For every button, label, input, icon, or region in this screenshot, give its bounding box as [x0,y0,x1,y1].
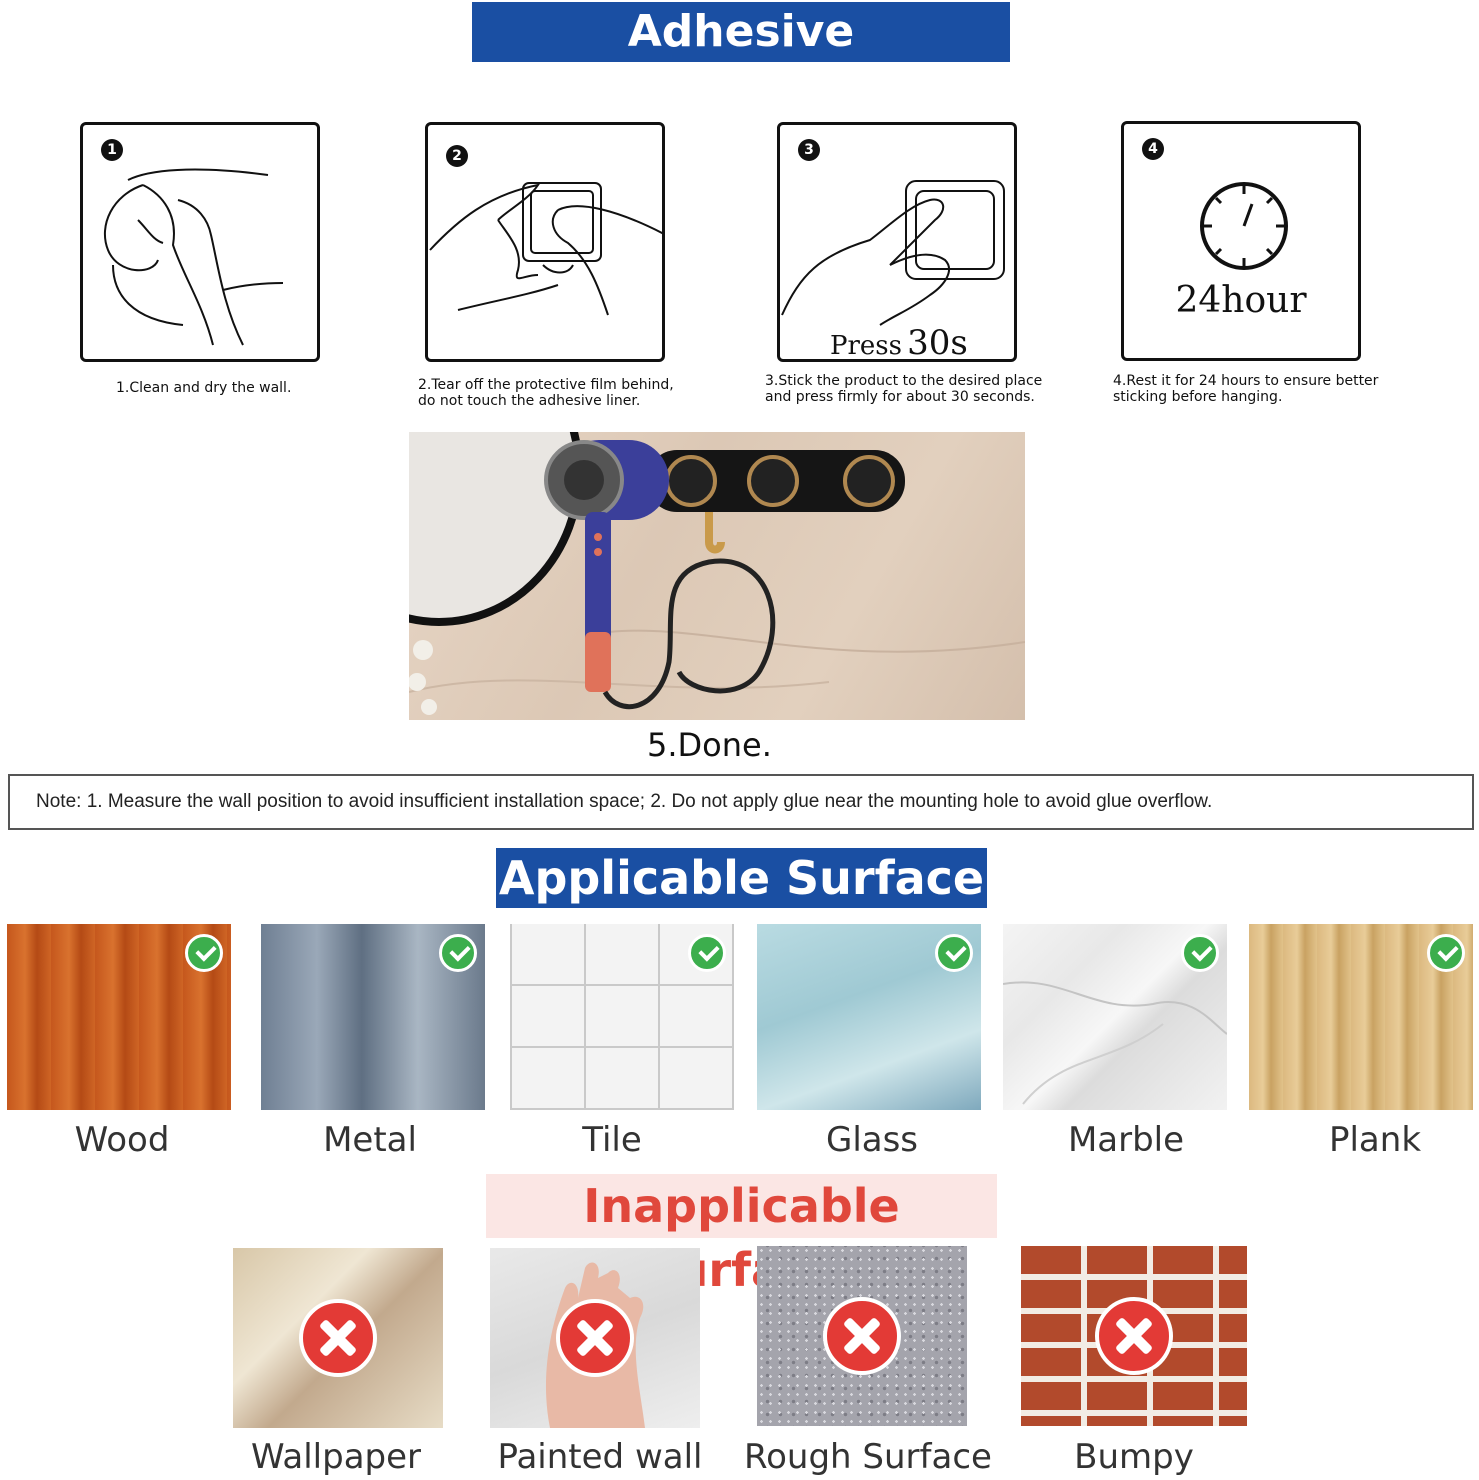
step-4-illustration: 4 24hour [1121,121,1361,361]
peel-film-hands-icon [429,182,662,316]
step-number-badge: 1 [101,139,123,161]
step-number-badge: 4 [1142,138,1164,160]
step-1-caption: 1.Clean and dry the wall. [116,380,292,396]
surface-label: Marble [1067,1120,1185,1160]
rest-duration-label: 24hour [1175,280,1307,321]
press-duration-label: Press 30s [830,323,968,363]
surface-tile [510,924,734,1110]
surface-label: Rough Surface [744,1437,992,1477]
surface-label: Tile [582,1120,642,1160]
check-icon [439,934,477,972]
wiping-hand-icon [103,168,284,346]
surface-label: Painted wall [497,1437,703,1477]
surface-wallpaper [233,1248,443,1428]
surface-label: Glass [825,1120,919,1160]
step-2-illustration: 2 [425,122,665,362]
installed-product-photo [409,432,1025,720]
applicable-surface-title: Applicable Surface [496,848,987,908]
surface-label: Wallpaper [250,1437,422,1477]
surface-painted-wall [490,1248,700,1428]
step-number-badge: 3 [798,139,820,161]
surface-label: Metal [323,1120,417,1160]
step-2-caption: 2.Tear off the protective film behind, d… [418,377,674,409]
surface-label: Wood [74,1120,170,1160]
surface-plank [1249,924,1473,1110]
surface-wood [7,924,231,1110]
press-seconds: 30s [907,323,968,363]
surface-glass [757,924,981,1110]
clock-icon [1200,182,1288,270]
cross-icon [556,1299,634,1377]
check-icon [185,934,223,972]
step-3-caption: 3.Stick the product to the desired place… [765,373,1043,405]
surface-label: Plank [1328,1120,1422,1160]
step-4-caption: 4.Rest it for 24 hours to ensure better … [1113,373,1379,405]
press-finger-icon [781,180,1005,326]
cross-icon [823,1297,901,1375]
check-icon [935,934,973,972]
check-icon [1181,934,1219,972]
surface-label: Bumpy [1074,1437,1194,1477]
surface-bumpy-brick [1021,1246,1247,1426]
surface-rough [757,1246,967,1426]
step-1-illustration: 1 [80,122,320,362]
step-3-illustration: 3 Press 30s [777,122,1017,363]
step-5-caption: 5.Done. [647,726,772,764]
check-icon [1427,934,1465,972]
cross-icon [1095,1297,1173,1375]
surface-metal [261,924,485,1110]
cross-icon [299,1299,377,1377]
step-number-badge: 2 [446,145,468,167]
press-word: Press [830,331,902,361]
installation-note: Note: 1. Measure the wall position to av… [8,774,1474,830]
surface-marble [1003,924,1227,1110]
check-icon [688,934,726,972]
adhesive-instructions-title: Adhesive Instructions [472,2,1010,117]
inapplicable-surface-title: Inapplicable Surface [486,1174,997,1297]
